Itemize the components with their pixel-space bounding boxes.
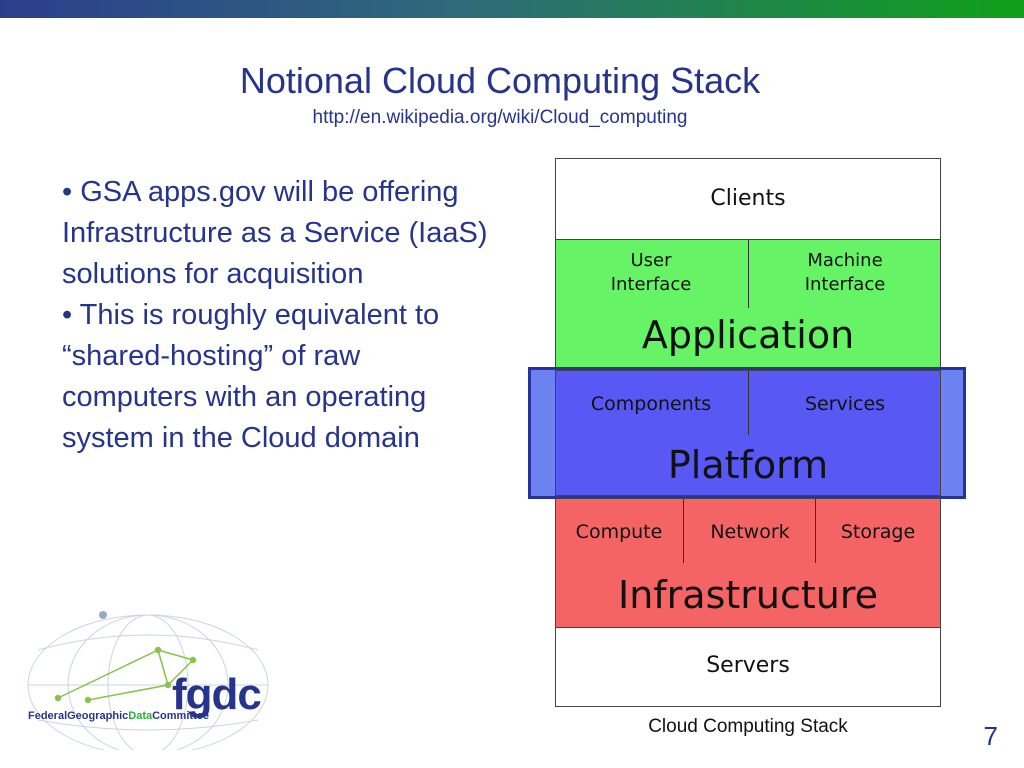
infrastructure-divider-1 bbox=[683, 499, 684, 563]
platform-divider bbox=[748, 371, 749, 435]
slide-title: Notional Cloud Computing Stack bbox=[239, 60, 761, 101]
platform-label: Platform bbox=[667, 443, 829, 487]
page-number: 7 bbox=[983, 721, 998, 751]
network-label: Network bbox=[710, 521, 790, 543]
infrastructure-divider-2 bbox=[815, 499, 816, 563]
globe-network-icon bbox=[27, 611, 269, 750]
servers-label: Servers bbox=[706, 653, 790, 678]
infrastructure-label: Infrastructure bbox=[617, 573, 879, 617]
fgdc-logo-mark: fgdc bbox=[172, 670, 262, 719]
compute-label: Compute bbox=[575, 521, 663, 543]
diagram-caption: Cloud Computing Stack bbox=[648, 716, 848, 737]
top-gradient-bar bbox=[0, 0, 1024, 18]
user-interface-label: User Interface bbox=[610, 250, 692, 295]
application-label: Application bbox=[641, 313, 855, 357]
slide-subtitle-url: http://en.wikipedia.org/wiki/Cloud_compu… bbox=[312, 107, 688, 128]
components-label: Components bbox=[590, 393, 712, 415]
application-divider bbox=[748, 240, 749, 308]
bullet-list: • GSA apps.gov will be offering Infrastr… bbox=[62, 172, 492, 459]
bullet-item: • GSA apps.gov will be offering Infrastr… bbox=[62, 176, 488, 290]
clients-layer bbox=[555, 158, 941, 240]
bullet-item: • This is roughly equivalent to “shared-… bbox=[62, 299, 440, 454]
services-label: Services bbox=[804, 393, 886, 415]
machine-interface-label: Machine Interface bbox=[804, 250, 886, 295]
storage-label: Storage bbox=[840, 521, 916, 543]
clients-label: Clients bbox=[710, 186, 786, 211]
logo-name-part: FederalGeographic bbox=[28, 710, 129, 722]
logo-name-part: Data bbox=[128, 710, 153, 722]
logo-name-part: Committee bbox=[152, 710, 209, 722]
servers-layer bbox=[555, 627, 941, 707]
fgdc-logo-name: FederalGeographicDataCommittee bbox=[28, 710, 209, 722]
